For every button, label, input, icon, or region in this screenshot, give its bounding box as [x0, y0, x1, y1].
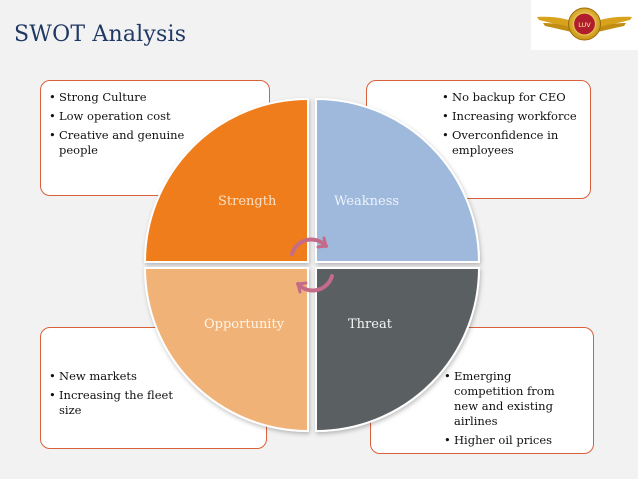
strength-quadrant	[143, 97, 309, 263]
strength-label: Strength	[218, 194, 277, 209]
opportunity-quadrant	[143, 267, 309, 433]
cycle-arrows-icon	[290, 236, 334, 294]
threat-list: Emerging competition from new and existi…	[444, 369, 564, 452]
weakness-quadrant	[315, 97, 481, 263]
opportunity-label: Opportunity	[204, 317, 285, 332]
list-item: No backup for CEO	[442, 90, 584, 105]
strength-list: Strong Culture Low operation cost Creati…	[49, 90, 189, 162]
page-title: SWOT Analysis	[14, 22, 187, 47]
logo: LUV	[531, 0, 638, 50]
weakness-label: Weakness	[334, 194, 400, 209]
list-item: Overconfidence in employees	[442, 128, 584, 158]
list-item: New markets	[49, 369, 181, 384]
list-item: Low operation cost	[49, 109, 189, 124]
airline-wings-logo-icon: LUV	[537, 7, 632, 41]
threat-quadrant	[315, 267, 481, 433]
list-item: Creative and genuine people	[49, 128, 189, 158]
threat-label: Threat	[348, 317, 392, 332]
list-item: Increasing workforce	[442, 109, 584, 124]
list-item: Emerging competition from new and existi…	[444, 369, 564, 429]
list-item: Increasing the fleet size	[49, 388, 181, 418]
weakness-list: No backup for CEO Increasing workforce O…	[442, 90, 584, 162]
list-item: Higher oil prices	[444, 433, 564, 448]
svg-text:LUV: LUV	[578, 21, 591, 29]
opportunity-list: New markets Increasing the fleet size	[49, 369, 181, 422]
list-item: Strong Culture	[49, 90, 189, 105]
